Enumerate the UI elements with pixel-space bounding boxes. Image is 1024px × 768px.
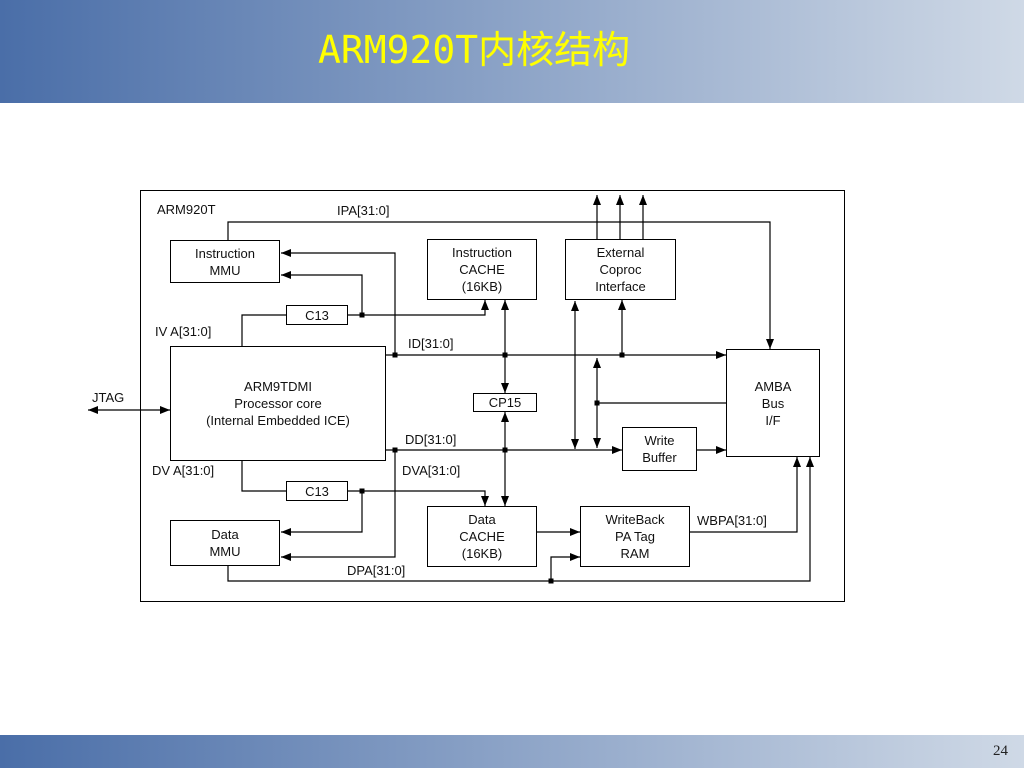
block-label-line: MMU <box>209 544 241 559</box>
block-label-line: Interface <box>595 279 646 294</box>
block-label-line: Data <box>468 512 496 527</box>
block-label-line: Instruction <box>452 245 512 260</box>
block-label-line: CACHE <box>459 262 505 277</box>
block-label-line: Write <box>644 433 675 448</box>
block-label-line: (16KB) <box>461 546 503 561</box>
amba-bus-interface-block: AMBA Bus I/F <box>726 349 820 457</box>
block-label-line: (Internal Embedded ICE) <box>206 413 350 428</box>
block-label-line: Instruction <box>195 245 255 261</box>
writeback-pa-tag-ram-block: WriteBack PA Tag RAM <box>580 506 690 567</box>
block-label-line: ARM9TDMI <box>244 379 312 394</box>
external-coproc-interface-block: External Coproc Interface <box>565 239 676 300</box>
block-label-line: WriteBack <box>605 512 665 527</box>
wbpa-label: WBPA[31:0] <box>697 513 767 528</box>
data-cache-block: Data CACHE (16KB) <box>427 506 537 567</box>
instruction-mmu-block: Instruction MMU <box>170 240 280 283</box>
dva-right-label: DVA[31:0] <box>402 463 461 478</box>
block-label-line: External <box>596 245 645 260</box>
block-label-line: MMU <box>209 262 241 278</box>
ipa-label: IPA[31:0] <box>337 203 390 218</box>
page-number: 24 <box>993 743 1008 759</box>
slide-title: ARM920T内核结构 <box>318 28 631 72</box>
block-label-line: (16KB) <box>461 279 503 294</box>
write-buffer-block: Write Buffer <box>622 427 697 471</box>
header-band <box>0 0 1024 103</box>
block-label-line: AMBA <box>754 378 792 394</box>
block-label-line: RAM <box>620 546 650 561</box>
dva-left-label: DV A[31:0] <box>152 463 215 478</box>
instruction-cache-block: Instruction CACHE (16KB) <box>427 239 537 300</box>
block-label-line: Processor core <box>234 396 322 411</box>
block-label-line: Coproc <box>599 262 642 277</box>
block-label-line: CP15 <box>488 395 522 410</box>
arm9tdmi-core-block: ARM9TDMI Processor core (Internal Embedd… <box>170 346 386 461</box>
block-label-line: C13 <box>305 307 329 323</box>
cp15-block: CP15 <box>473 393 537 412</box>
block-label-line: Data <box>211 527 239 542</box>
block-label-line: Bus <box>761 395 785 411</box>
c13-bottom-block: C13 <box>286 481 348 501</box>
footer-band <box>0 735 1024 768</box>
frame-label: ARM920T <box>157 202 216 217</box>
block-label-line: I/F <box>765 412 781 428</box>
c13-top-block: C13 <box>286 305 348 325</box>
block-label-line: CACHE <box>459 529 505 544</box>
dd-label: DD[31:0] <box>405 432 457 447</box>
block-label-line: PA Tag <box>615 529 655 544</box>
id-label: ID[31:0] <box>408 336 454 351</box>
iva-label: IV A[31:0] <box>155 324 212 339</box>
block-label-line: Buffer <box>642 450 677 465</box>
jtag-label: JTAG <box>92 390 125 405</box>
block-label-line: C13 <box>305 483 329 499</box>
data-mmu-block: Data MMU <box>170 520 280 566</box>
dpa-label: DPA[31:0] <box>347 563 406 578</box>
